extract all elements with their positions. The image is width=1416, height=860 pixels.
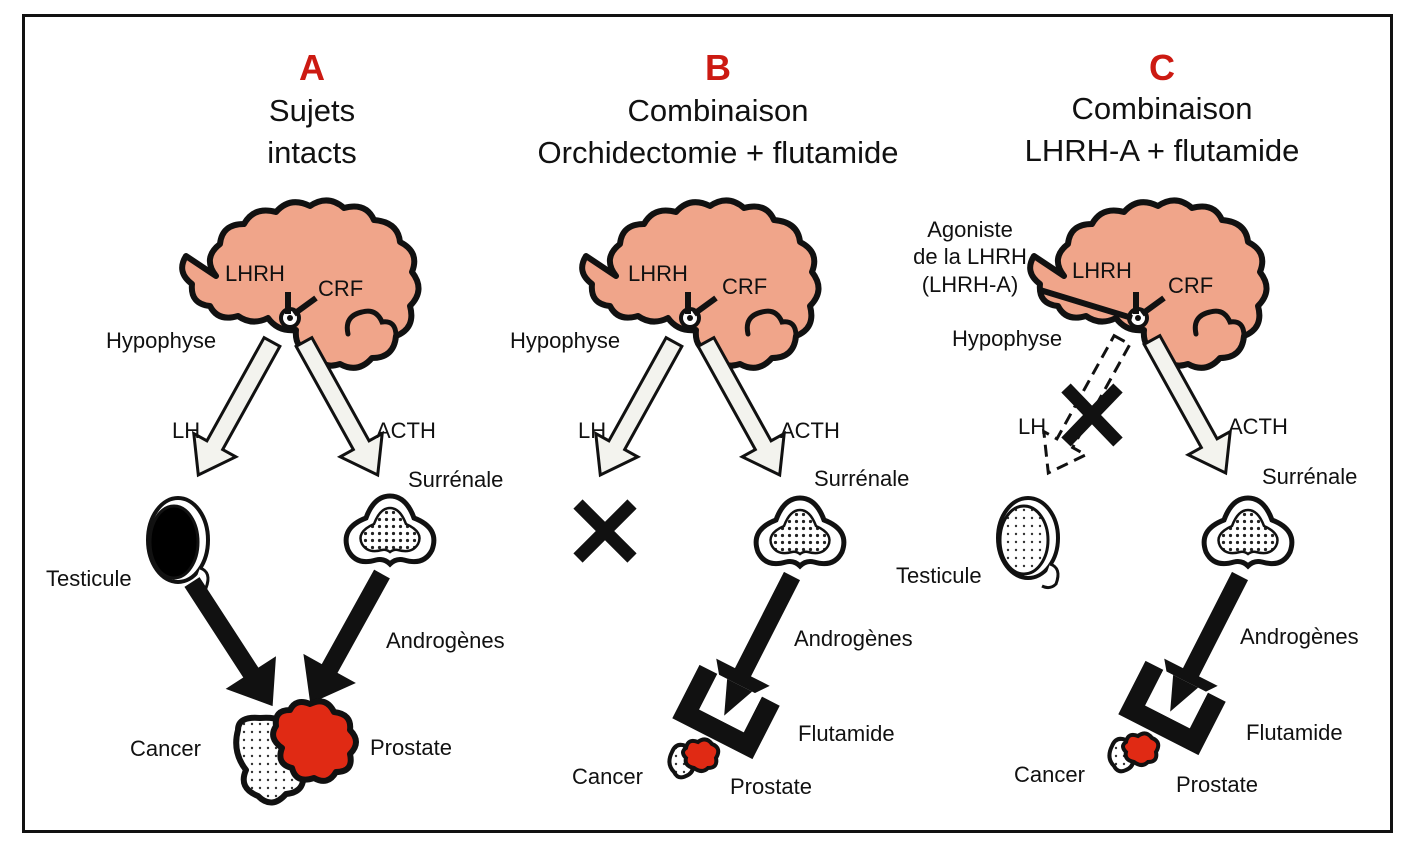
- adrenal-icon: [346, 496, 434, 564]
- testicle-icon: [996, 496, 1060, 590]
- label-crf: CRF: [722, 274, 767, 299]
- label-cancer: Cancer: [130, 736, 201, 761]
- label-agoniste-line2: de la LHRH: [913, 244, 1027, 269]
- panel-title-line1: Combinaison: [1072, 91, 1253, 126]
- label-lhrh: LHRH: [1072, 258, 1132, 283]
- panel-c: C Combinaison LHRH-A + flutamide LHRH CR…: [896, 47, 1359, 797]
- agonist-pointer-icon: [1039, 287, 1133, 321]
- label-hypophyse: Hypophyse: [952, 326, 1062, 351]
- label-crf: CRF: [1168, 273, 1213, 298]
- label-androgenes: Androgènes: [386, 628, 505, 653]
- label-flutamide: Flutamide: [1246, 720, 1343, 745]
- androgen-arrow-testicle-icon: [166, 565, 298, 723]
- adrenal-icon: [1204, 498, 1292, 566]
- label-hypophyse: Hypophyse: [106, 328, 216, 353]
- label-agoniste-line3: (LHRH-A): [922, 272, 1019, 297]
- figure-frame: [22, 14, 1393, 833]
- label-crf: CRF: [318, 276, 363, 301]
- label-prostate: Prostate: [370, 735, 452, 760]
- label-lhrh: LHRH: [225, 261, 285, 286]
- panel-b: B Combinaison Orchidectomie + flutamide …: [510, 47, 913, 799]
- orchidectomy-cross-icon: [573, 499, 637, 563]
- label-testicule: Testicule: [46, 566, 132, 591]
- label-hypophyse: Hypophyse: [510, 328, 620, 353]
- panel-title-line2: LHRH-A + flutamide: [1025, 133, 1300, 168]
- panel-letter: A: [299, 47, 325, 88]
- lh-arrow-icon: [175, 328, 295, 489]
- label-lh: LH: [1018, 414, 1046, 439]
- label-androgenes: Androgènes: [1240, 624, 1359, 649]
- label-lhrh: LHRH: [628, 261, 688, 286]
- label-testicule: Testicule: [896, 563, 982, 588]
- panel-title-line1: Sujets: [269, 93, 355, 128]
- panel-title-line1: Combinaison: [628, 93, 809, 128]
- adrenal-icon: [756, 498, 844, 566]
- label-lh: LH: [172, 418, 200, 443]
- label-surrenale: Surrénale: [814, 466, 909, 491]
- label-androgenes: Androgènes: [794, 626, 913, 651]
- panel-title-line2: Orchidectomie + flutamide: [538, 135, 899, 170]
- label-acth: ACTH: [780, 418, 840, 443]
- panel-a: A Sujets intacts LHRH CRF Hypophyse LH A…: [46, 47, 505, 806]
- label-flutamide: Flutamide: [798, 721, 895, 746]
- prostate-cancer-icon: [667, 737, 721, 780]
- prostate-cancer-icon: [233, 698, 359, 806]
- label-surrenale: Surrénale: [408, 467, 503, 492]
- label-acth: ACTH: [1228, 414, 1288, 439]
- label-prostate: Prostate: [730, 774, 812, 799]
- lh-blocked-cross-icon: [1061, 383, 1123, 447]
- panel-title-line2: intacts: [267, 135, 357, 170]
- label-cancer: Cancer: [1014, 762, 1085, 787]
- panel-letter: C: [1149, 47, 1175, 88]
- label-agoniste-line1: Agoniste: [927, 217, 1013, 242]
- label-cancer: Cancer: [572, 764, 643, 789]
- panel-letter: B: [705, 47, 731, 88]
- lh-arrow-icon: [577, 328, 697, 489]
- label-prostate: Prostate: [1176, 772, 1258, 797]
- label-lh: LH: [578, 418, 606, 443]
- label-surrenale: Surrénale: [1262, 464, 1357, 489]
- label-acth: ACTH: [376, 418, 436, 443]
- prostate-cancer-icon: [1107, 731, 1161, 774]
